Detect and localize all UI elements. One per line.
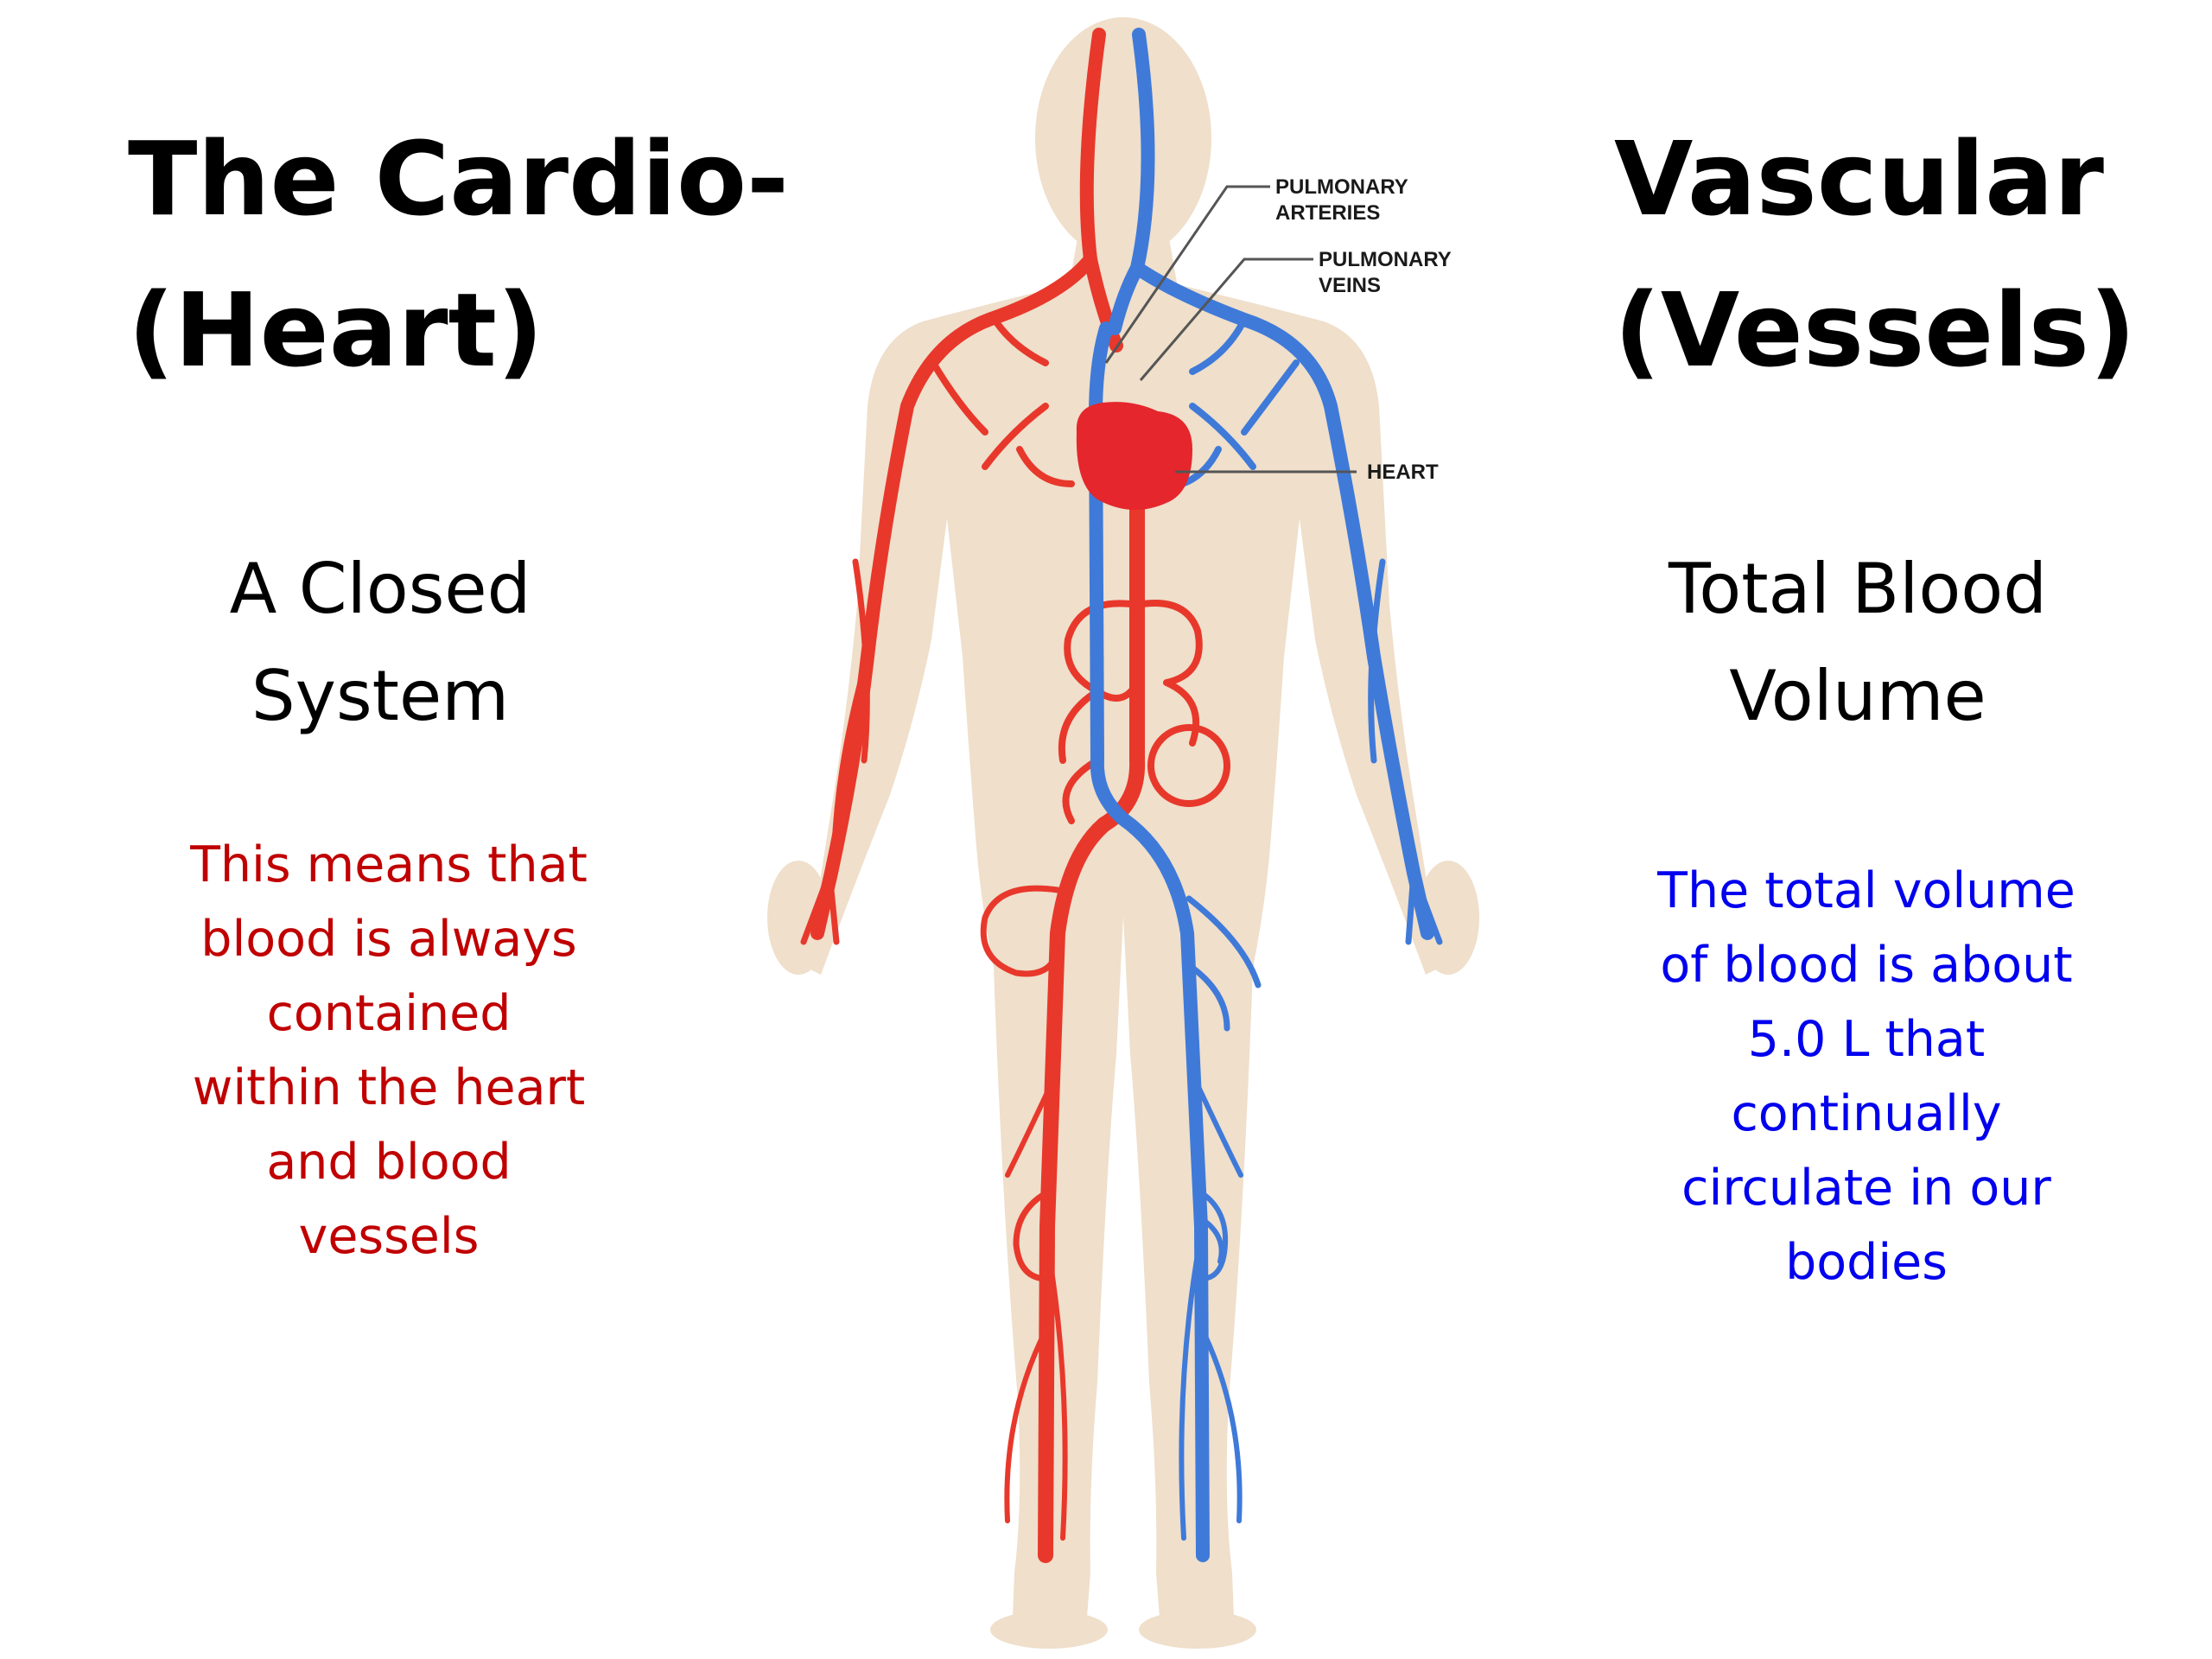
title-vascular-line1: Vascular — [1614, 119, 2104, 238]
label-pulmonary-arteries-1: PULMONARY — [1275, 175, 1408, 199]
title-cardio-line1: The Cardio- — [128, 119, 789, 238]
title-cardio: The Cardio- (Heart) — [128, 104, 789, 406]
veins — [1089, 28, 1443, 1562]
title-vascular-line2: (Vessels) — [1614, 270, 2136, 390]
label-pulmonary-veins-2: VEINS — [1319, 274, 1381, 297]
blood-volume-explanation: The total volume of blood is about 5.0 L… — [1657, 862, 2075, 1291]
subtitle-closed-system: A Closed System — [229, 549, 531, 736]
label-heart: HEART — [1367, 461, 1439, 484]
label-pulmonary-veins-1: PULMONARY — [1319, 248, 1452, 271]
arteries — [800, 28, 1230, 1563]
heart-shape — [1076, 402, 1192, 511]
title-vascular: Vascular (Vessels) — [1614, 104, 2136, 406]
callout-lines — [1104, 185, 1357, 474]
title-cardio-line2: (Heart) — [128, 270, 543, 390]
subtitle-total-blood-volume: Total Blood Volume — [1668, 549, 2048, 736]
label-pulmonary-arteries-2: ARTERIES — [1275, 201, 1380, 225]
body-silhouette — [767, 17, 1479, 1649]
closed-system-explanation: This means that blood is always containe… — [190, 836, 588, 1265]
